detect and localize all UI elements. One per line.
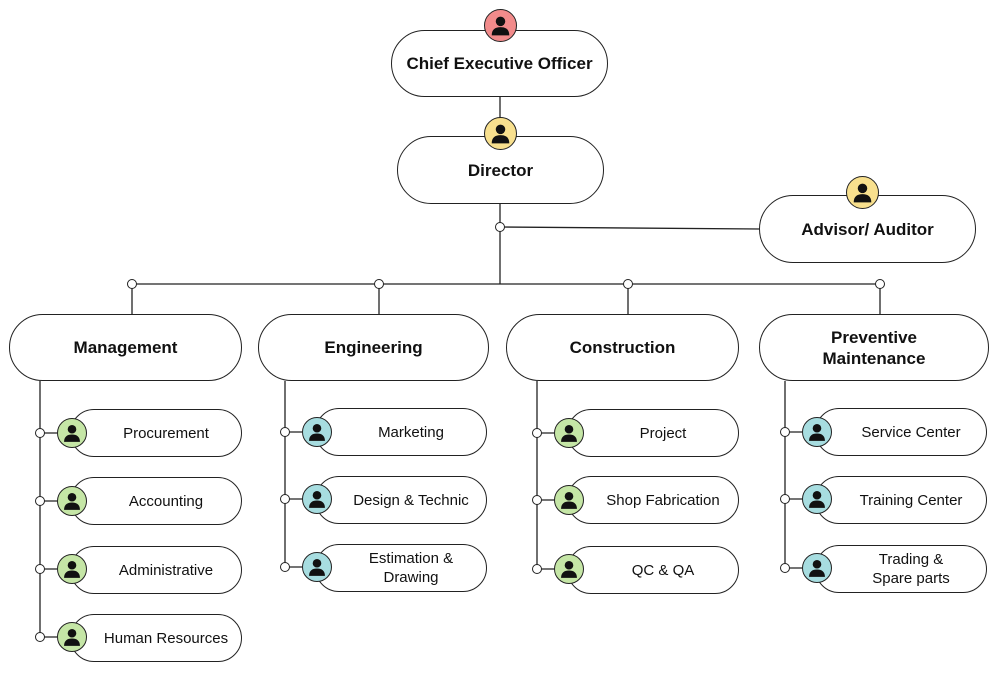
unit-label: Service Center — [861, 423, 961, 441]
unit-label: Administrative — [118, 561, 214, 579]
person-icon — [846, 176, 879, 209]
unit-trading-spare-parts: Trading & Spare parts — [815, 545, 987, 593]
advisor-label: Advisor/ Auditor — [801, 219, 934, 239]
unit-label: Trading & Spare parts — [872, 551, 950, 587]
connector-dot — [780, 427, 790, 437]
person-icon — [302, 552, 332, 582]
connector-dot — [495, 222, 505, 232]
person-icon — [57, 418, 87, 448]
unit-label: Shop Fabrication — [606, 491, 720, 509]
department-construction: Construction — [506, 314, 739, 381]
connector-dot — [35, 496, 45, 506]
connector-dot — [623, 279, 633, 289]
unit-design-technic: Design & Technic — [315, 476, 487, 524]
unit-label: Accounting — [128, 492, 204, 510]
unit-label: Project — [639, 424, 687, 442]
connector-dot — [35, 632, 45, 642]
person-icon — [802, 417, 832, 447]
person-icon — [484, 9, 517, 42]
connector-dot — [875, 279, 885, 289]
department-management: Management — [9, 314, 242, 381]
department-engineering: Engineering — [258, 314, 489, 381]
person-icon — [554, 485, 584, 515]
director-label: Director — [467, 160, 534, 180]
person-icon — [484, 117, 517, 150]
unit-label: Human Resources — [103, 629, 229, 647]
unit-label: Estimation & Drawing — [368, 550, 454, 586]
person-icon — [554, 418, 584, 448]
connector-dot — [280, 562, 290, 572]
unit-shop-fabrication: Shop Fabrication — [567, 476, 739, 524]
connector-dot — [280, 427, 290, 437]
department-label: Engineering — [324, 338, 423, 357]
connector-dot — [127, 279, 137, 289]
connector-dot — [280, 494, 290, 504]
person-icon — [802, 484, 832, 514]
unit-label: Training Center — [859, 491, 963, 509]
unit-label: Marketing — [378, 423, 444, 441]
department-label: Management — [73, 338, 178, 357]
unit-qc-qa: QC & QA — [567, 546, 739, 594]
unit-procurement: Procurement — [70, 409, 242, 457]
connector-dot — [532, 428, 542, 438]
unit-marketing: Marketing — [315, 408, 487, 456]
connector-dot — [780, 563, 790, 573]
person-icon — [802, 553, 832, 583]
person-icon — [57, 622, 87, 652]
unit-estimation-drawing: Estimation & Drawing — [315, 544, 487, 592]
unit-label: QC & QA — [631, 561, 695, 579]
unit-accounting: Accounting — [70, 477, 242, 525]
connector-dot — [780, 494, 790, 504]
connector-dot — [532, 495, 542, 505]
unit-human-resources: Human Resources — [70, 614, 242, 662]
unit-project: Project — [567, 409, 739, 457]
connector-dot — [35, 428, 45, 438]
unit-label: Design & Technic — [353, 491, 469, 509]
department-label: Preventive Maintenance — [822, 327, 926, 368]
person-icon — [302, 417, 332, 447]
department-label: Construction — [569, 338, 676, 357]
person-icon — [57, 554, 87, 584]
unit-training-center: Training Center — [815, 476, 987, 524]
person-icon — [57, 486, 87, 516]
unit-administrative: Administrative — [70, 546, 242, 594]
ceo-label: Chief Executive Officer — [406, 54, 593, 73]
connector-dot — [35, 564, 45, 574]
unit-service-center: Service Center — [815, 408, 987, 456]
person-icon — [302, 484, 332, 514]
connector-dot — [374, 279, 384, 289]
connector-dot — [532, 564, 542, 574]
person-icon — [554, 554, 584, 584]
unit-label: Procurement — [123, 424, 209, 442]
department-preventive-maintenance: Preventive Maintenance — [759, 314, 989, 381]
